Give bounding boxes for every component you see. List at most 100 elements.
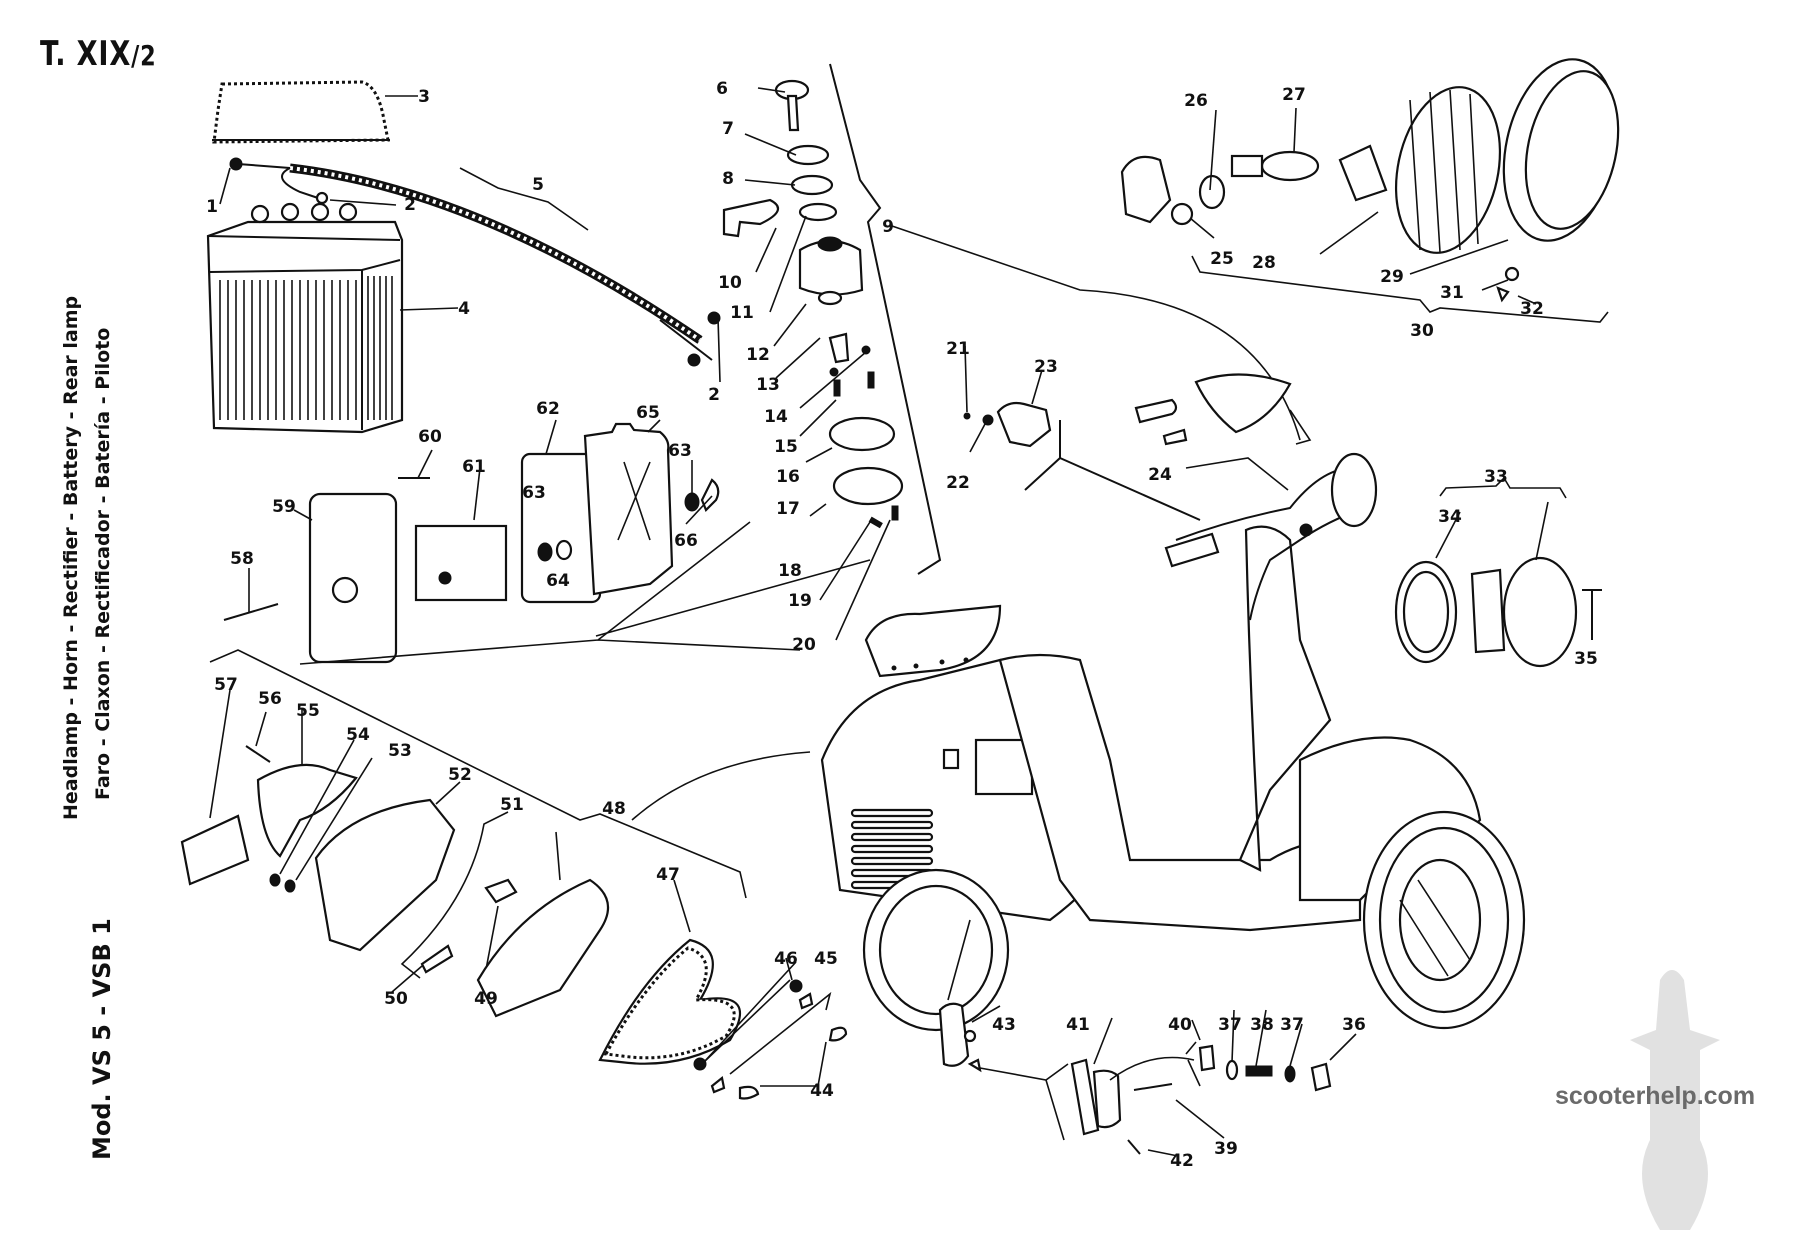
- callout-label-51: 51: [500, 795, 524, 815]
- callout-label-29: 29: [1380, 267, 1404, 287]
- callout-label-63b: 63: [668, 441, 692, 461]
- handlebar-grip: [1164, 532, 1220, 568]
- callout-label-4: 4: [458, 299, 470, 319]
- callout-label-18: 18: [778, 561, 802, 581]
- callout-label-36: 36: [1342, 1015, 1366, 1035]
- bracket-10: [722, 198, 780, 238]
- watermark-scooter-silhouette: [1630, 970, 1720, 1230]
- lens-65: [583, 422, 674, 596]
- speedometer-housing: [1194, 373, 1292, 434]
- callout-label-46: 46: [774, 949, 798, 969]
- callout-label-11: 11: [730, 303, 754, 323]
- battery-cable: [229, 157, 721, 367]
- plate-title-main: T. XIX: [40, 34, 132, 74]
- callout-label-30: 30: [1410, 321, 1434, 341]
- cowl-vents: [850, 808, 934, 890]
- washer-8: [790, 174, 834, 196]
- callout-label-54: 54: [346, 725, 370, 745]
- callout-label-10: 10: [718, 273, 742, 293]
- callout-label-53: 53: [388, 741, 412, 761]
- headlamp-bulb: [1230, 150, 1320, 182]
- callout-label-24: 24: [1148, 465, 1172, 485]
- screw-56: [245, 745, 271, 763]
- callout-label-39: 39: [1214, 1139, 1238, 1159]
- washer-7: [786, 144, 830, 166]
- callout-label-66: 66: [674, 531, 698, 551]
- reflector-57: [180, 814, 250, 886]
- callout-label-42: 42: [1170, 1151, 1194, 1171]
- callout-label-25: 25: [1210, 249, 1234, 269]
- washer-13: [817, 290, 843, 306]
- callout-label-2b: 2: [708, 385, 720, 405]
- callout-label-28: 28: [1252, 253, 1276, 273]
- callout-label-58: 58: [230, 549, 254, 569]
- wing-nut-66: [700, 478, 720, 512]
- callout-label-62: 62: [536, 399, 560, 419]
- lamp-bracket-55: [256, 763, 358, 858]
- stud-58: [223, 603, 279, 621]
- callout-label-55: 55: [296, 701, 320, 721]
- terminal-block-18: [832, 466, 904, 506]
- callout-label-6: 6: [716, 79, 728, 99]
- contact-plate-17: [828, 416, 896, 452]
- callout-label-48: 48: [602, 799, 626, 819]
- plate-title-suffix: /2: [131, 39, 157, 72]
- battery-cover: [212, 80, 390, 144]
- headlamp-reflector: [1338, 86, 1502, 254]
- callout-label-44: 44: [810, 1081, 834, 1101]
- callout-label-32: 32: [1520, 299, 1544, 319]
- headset-lamp: [1330, 452, 1378, 528]
- callout-label-12: 12: [746, 345, 770, 365]
- battery: [206, 202, 404, 434]
- callout-label-43: 43: [992, 1015, 1016, 1035]
- battery-ribs: [219, 276, 393, 420]
- washer-11: [798, 202, 838, 222]
- lamp-housing-52: [314, 798, 456, 952]
- front-mudguard: [1298, 736, 1482, 902]
- rear-lamp-body-59: [308, 492, 398, 664]
- headlamp-rim: [1502, 58, 1620, 242]
- callout-label-15: 15: [774, 437, 798, 457]
- callout-label-34: 34: [1438, 507, 1462, 527]
- callout-label-33: 33: [1484, 467, 1508, 487]
- callout-label-5: 5: [532, 175, 544, 195]
- callout-label-45: 45: [814, 949, 838, 969]
- callout-label-9: 9: [882, 217, 894, 237]
- callout-label-63a: 63: [522, 483, 546, 503]
- callout-label-31: 31: [1440, 283, 1464, 303]
- horn-23: [996, 401, 1052, 448]
- callout-label-49: 49: [474, 989, 498, 1009]
- callout-label-37a: 37: [1218, 1015, 1242, 1035]
- callout-label-60: 60: [418, 427, 442, 447]
- lamp-base-48: [476, 878, 610, 1018]
- callout-label-64: 64: [546, 571, 570, 591]
- callout-label-2a: 2: [404, 195, 416, 215]
- callout-label-35: 35: [1574, 649, 1598, 669]
- pin-39: [1133, 1083, 1173, 1091]
- callout-label-7: 7: [722, 119, 734, 139]
- scooter-body: [820, 452, 1526, 1032]
- rectifier-61: [414, 524, 508, 602]
- cowl-vent-slot: [850, 844, 934, 854]
- callout-label-23: 23: [1034, 357, 1058, 377]
- callout-label-59: 59: [272, 497, 296, 517]
- callout-label-14: 14: [764, 407, 788, 427]
- callout-label-37b: 37: [1280, 1015, 1304, 1035]
- callout-label-8: 8: [722, 169, 734, 189]
- callout-label-26: 26: [1184, 91, 1208, 111]
- stop-switch-43: [938, 1002, 970, 1067]
- screw-42: [1127, 1139, 1141, 1155]
- callout-label-16: 16: [776, 467, 800, 487]
- plate-title: T. XIX/2: [40, 34, 156, 74]
- callout-label-56: 56: [258, 689, 282, 709]
- callout-label-40: 40: [1168, 1015, 1192, 1035]
- callout-label-20: 20: [792, 635, 816, 655]
- switch-plate-41: [1070, 1058, 1100, 1136]
- callout-label-57: 57: [214, 675, 238, 695]
- bulb-holder-49: [484, 878, 518, 904]
- shaft-14: [828, 332, 850, 364]
- callout-label-19: 19: [788, 591, 812, 611]
- callout-label-47: 47: [656, 865, 680, 885]
